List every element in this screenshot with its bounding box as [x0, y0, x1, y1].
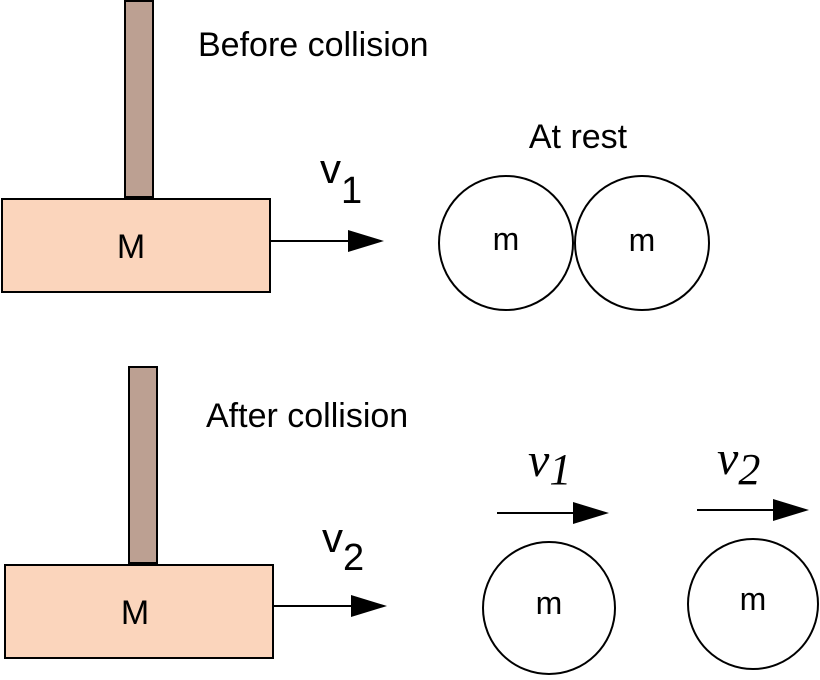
after-ball-right-velocity-arrow: [697, 499, 809, 521]
before-ball-left: m: [438, 175, 574, 311]
after-ball-right: m: [687, 538, 819, 670]
before-rod: [124, 0, 154, 198]
after-ball-left-velocity-arrow: [497, 502, 609, 524]
after-title: After collision: [206, 397, 408, 435]
after-ball-right-velocity-label: v2: [717, 432, 760, 494]
after-block-label: M: [121, 594, 149, 632]
after-block: [4, 564, 274, 659]
rest-label: At rest: [529, 118, 628, 156]
velocity-subscript: 1: [549, 445, 571, 494]
before-block-velocity-label: v1: [320, 145, 362, 212]
velocity-symbol: v: [322, 514, 343, 561]
velocity-subscript: 1: [341, 170, 362, 212]
before-ball-right-label: m: [629, 222, 656, 258]
before-ball-right: m: [574, 175, 710, 311]
velocity-symbol: v: [528, 434, 550, 487]
before-block-label: M: [117, 228, 145, 266]
before-block: [1, 198, 271, 293]
after-ball-left: m: [482, 541, 616, 675]
before-block-velocity-arrow: [271, 230, 384, 252]
before-title: Before collision: [198, 26, 429, 64]
before-ball-left-label: m: [493, 221, 520, 257]
before-collision-panel: M Before collision v1 At rest m m: [1, 0, 710, 311]
after-ball-left-label: m: [536, 585, 563, 621]
after-ball-left-velocity-label: v1: [528, 434, 571, 494]
after-block-velocity-arrow: [274, 595, 387, 617]
velocity-subscript: 2: [343, 537, 364, 579]
velocity-subscript: 2: [738, 445, 760, 494]
after-collision-panel: M After collision v2 m v1 m: [4, 366, 819, 675]
velocity-symbol: v: [717, 432, 739, 485]
velocity-symbol: v: [320, 145, 341, 192]
after-ball-right-label: m: [740, 581, 767, 617]
after-block-velocity-label: v2: [322, 514, 364, 579]
after-rod: [128, 366, 158, 564]
